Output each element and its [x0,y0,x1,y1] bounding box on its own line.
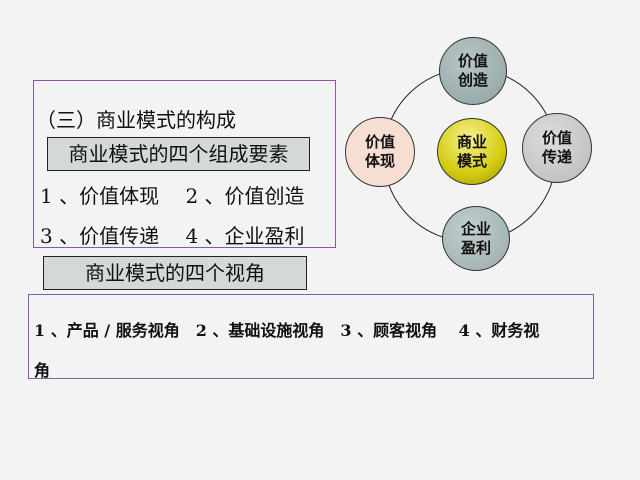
perspectives-frame [28,294,594,379]
section-heading: （三）商业模式的构成 [36,108,236,132]
node-profit: 企业盈利 [442,206,510,271]
node-label: 价值 [541,129,572,147]
node-business-model: 商业模式 [437,118,507,185]
node-label: 价值 [364,133,395,151]
node-label: 价值 [457,52,488,70]
node-label: 盈利 [460,238,491,257]
perspectives-line-2: 角 [34,361,51,380]
elements-frame [33,80,336,248]
node-value-creation: 价值创造 [439,37,507,105]
elements-title: 商业模式的四个组成要素 [47,137,310,171]
node-label: 模式 [456,151,487,170]
elements-line-1: 1 、价值体现 2 、价值创造 [40,184,305,208]
node-label: 企业 [460,219,491,238]
node-label: 传递 [541,148,572,166]
node-label: 创造 [457,71,488,89]
node-label: 商业 [456,132,487,151]
node-value-realization: 价值体现 [345,117,415,187]
node-value-delivery: 价值传递 [522,113,592,183]
perspectives-title: 商业模式的四个视角 [43,256,307,290]
perspectives-line-1: 1 、产品 / 服务视角 2 、基础设施视角 3 、顾客视角 4 、财务视 [34,321,540,340]
elements-line-2: 3 、价值传递 4 、企业盈利 [40,224,305,248]
node-label: 体现 [364,152,395,170]
